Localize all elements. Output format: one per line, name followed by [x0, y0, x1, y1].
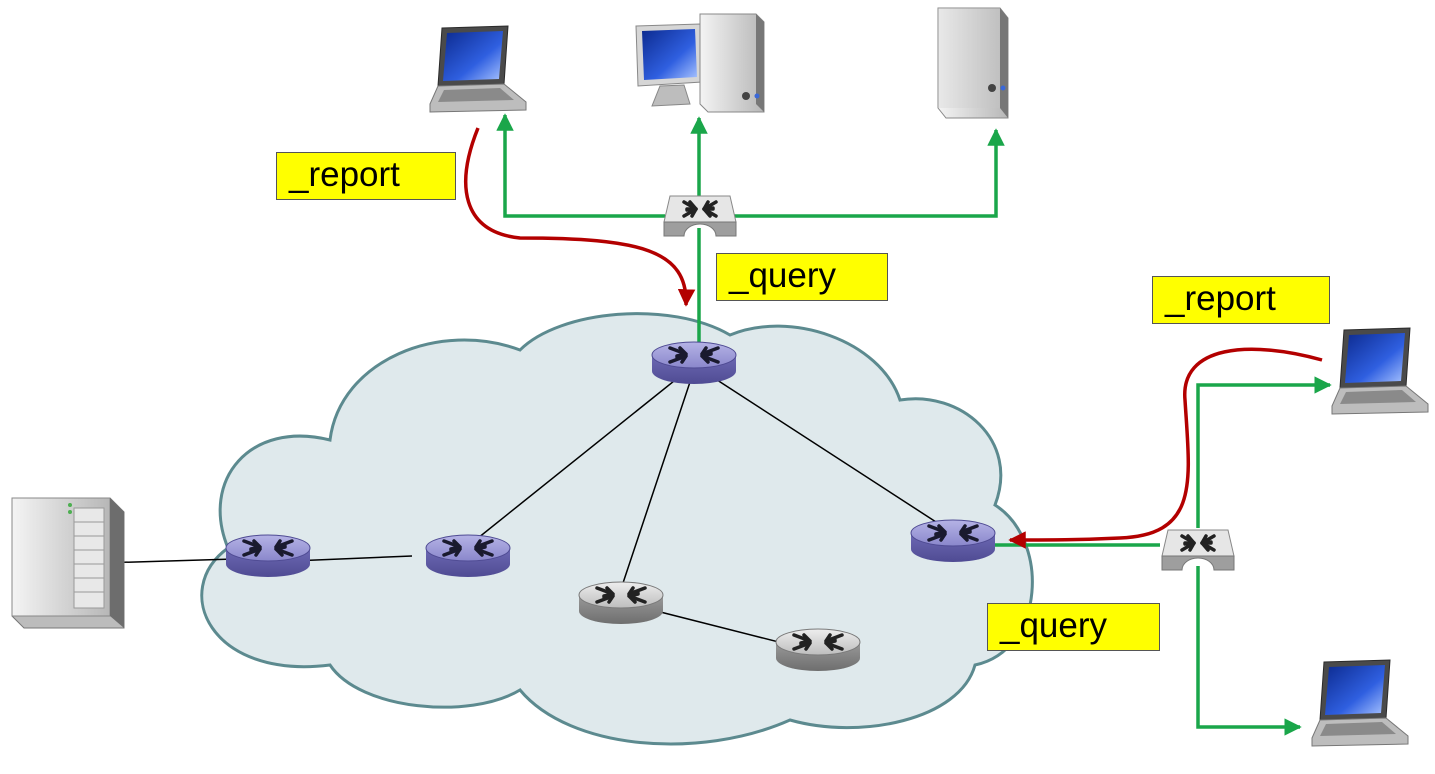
router-right	[909, 518, 997, 564]
router-center-left	[424, 533, 512, 579]
query-label-top: _query	[716, 253, 888, 301]
router-left	[224, 533, 312, 579]
server-rack-left	[11, 497, 125, 629]
router-gray-center	[577, 580, 665, 626]
query-label-right: _query	[987, 603, 1160, 651]
router-top	[650, 340, 738, 386]
switch-right	[1160, 528, 1236, 572]
laptop-right-upper	[1331, 327, 1429, 415]
report-paths	[464, 127, 1323, 549]
router-gray-bottom	[774, 627, 862, 673]
server-tower-top	[937, 7, 1009, 119]
desktop-computer	[635, 13, 765, 113]
report-label-left: _report	[276, 152, 456, 200]
laptop-right-lower	[1311, 659, 1409, 747]
report-label-right: _report	[1152, 276, 1330, 324]
laptop-top-left	[429, 25, 527, 113]
network-cloud	[200, 312, 1034, 746]
